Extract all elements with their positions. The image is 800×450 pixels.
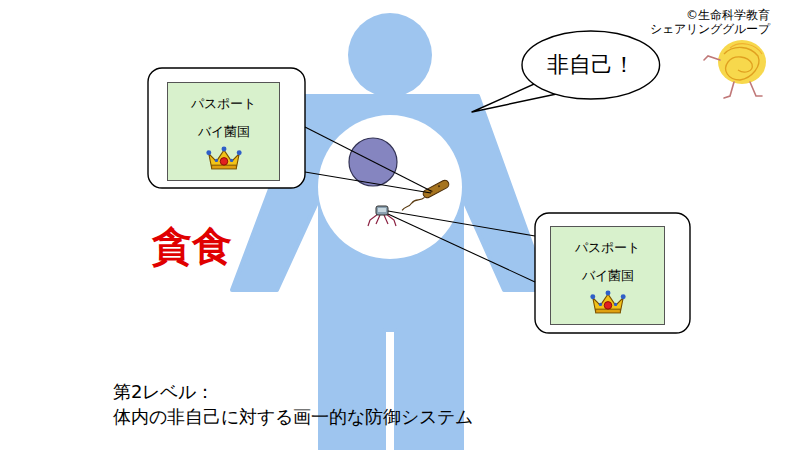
crown-icon (205, 145, 243, 172)
level-heading: 第2レベル： (113, 381, 214, 403)
speech-text: 非自己！ (547, 50, 635, 80)
process-label: 貪食 (152, 222, 232, 270)
bacterium (399, 179, 450, 211)
callout-box (148, 68, 305, 188)
process-label: 貪食 (152, 222, 232, 270)
copyright-note: ©生命科学教育 シェアリンググループ (630, 8, 770, 37)
passport-card: パスポートバイ菌国 (167, 82, 280, 181)
level-description: 体内の非自己に対する画一的な防御システム (113, 406, 473, 428)
body-interior (318, 115, 462, 259)
level-heading: 第2レベル： (113, 381, 214, 403)
speech-bubble: 非自己！ (522, 31, 660, 99)
passport-text: バイ菌国 (198, 123, 250, 141)
callout-box (535, 213, 690, 333)
bubble-ellipse (522, 31, 660, 99)
level-description: 体内の非自己に対する画一的な防御システム (113, 406, 473, 428)
passport-text: パスポート (575, 239, 640, 257)
copyright-note: ©生命科学教育 シェアリンググループ (630, 8, 770, 37)
leader-line (305, 127, 535, 282)
crown-icon (589, 289, 627, 316)
mascot (704, 40, 766, 98)
passport-card: パスポートバイ菌国 (550, 226, 665, 325)
passport-text: パスポート (191, 95, 256, 113)
passport-text: バイ菌国 (582, 267, 634, 285)
